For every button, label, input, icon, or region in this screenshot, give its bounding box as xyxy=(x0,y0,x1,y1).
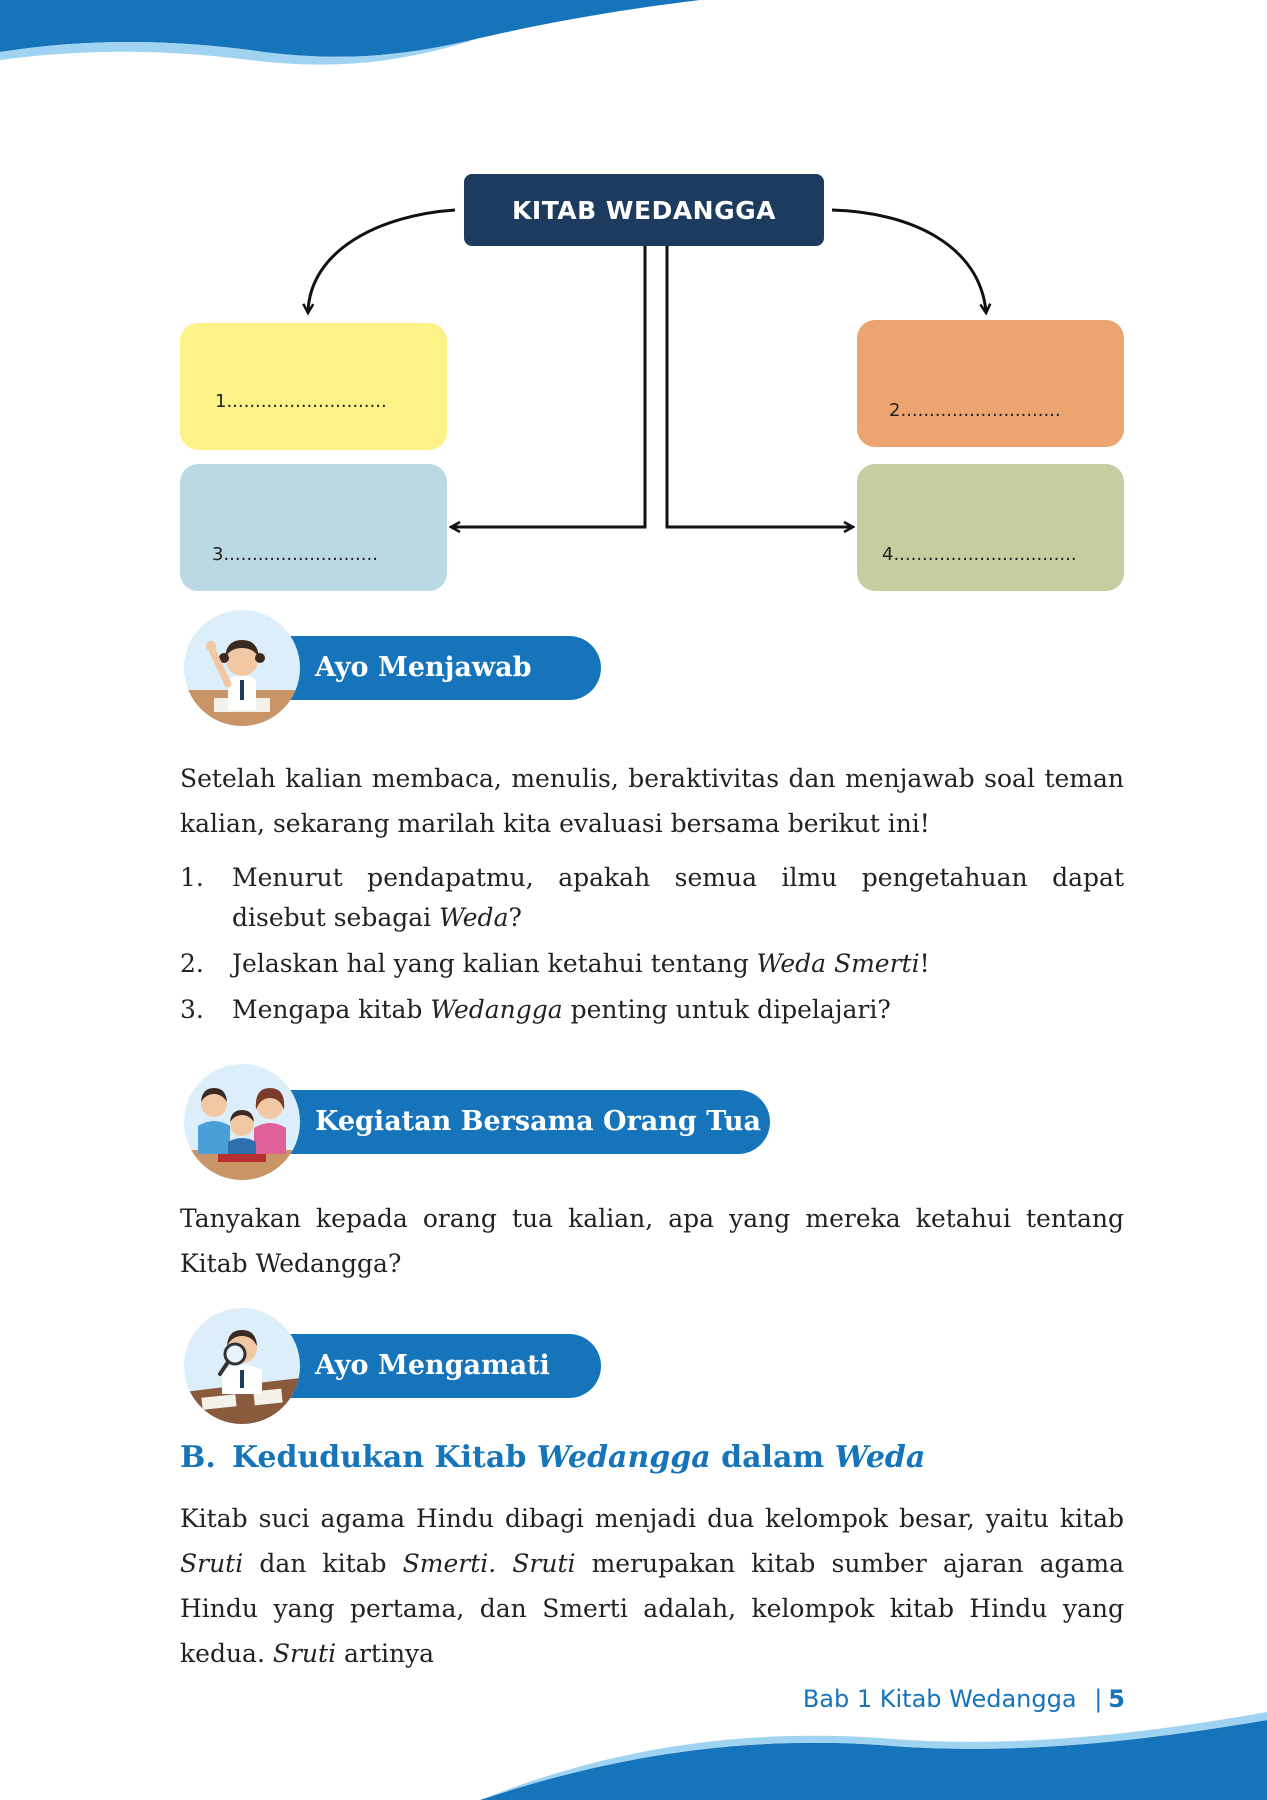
diagram-title-box: KITAB WEDANGGA xyxy=(464,174,824,246)
kegiatan-banner: Kegiatan Bersama Orang Tua xyxy=(225,1090,770,1154)
section-b-heading: B. Kedudukan Kitab Wedangga dalam Weda xyxy=(180,1440,925,1475)
question-number: 3. xyxy=(180,995,204,1024)
diagram-connectors xyxy=(0,208,1267,600)
heading-italic: Wedangga xyxy=(536,1440,711,1475)
paragraph-italic: Smerti. xyxy=(402,1549,497,1578)
page-number: 5 xyxy=(1108,1685,1125,1713)
kegiatan-label: Kegiatan Bersama Orang Tua xyxy=(315,1106,761,1137)
question-number: 2. xyxy=(180,949,204,978)
kegiatan-text: Tanyakan kepada orang tua kalian, apa ya… xyxy=(180,1204,1124,1278)
question-text-end: ? xyxy=(508,903,522,932)
question-text: Jelaskan hal yang kalian ketahui tentang xyxy=(232,949,757,978)
question-text: Menurut pendapatmu, apakah semua ilmu pe… xyxy=(232,863,1124,932)
question-list: 1. Menurut pendapatmu, apakah semua ilmu … xyxy=(180,858,1124,1036)
list-item: 3. Mengapa kitab Wedangga penting untuk d… xyxy=(180,990,1124,1030)
question-text: Mengapa kitab xyxy=(232,995,431,1024)
question-italic: Wedangga xyxy=(430,995,563,1024)
box-3-label: 3........................... xyxy=(212,544,378,565)
list-item: 1. Menurut pendapatmu, apakah semua ilmu … xyxy=(180,858,1124,938)
bottom-wave-decoration xyxy=(480,1712,1267,1800)
paragraph-italic: Sruti xyxy=(180,1549,244,1578)
question-number: 1. xyxy=(180,863,204,892)
paragraph-text xyxy=(496,1549,512,1578)
box-2-label: 2............................ xyxy=(889,400,1061,421)
chapter-label: Bab 1 Kitab Wedangga xyxy=(802,1685,1077,1713)
footer-separator: | xyxy=(1094,1685,1103,1713)
family-reading-icon xyxy=(184,1064,300,1180)
heading-text: dalam xyxy=(710,1440,835,1475)
diagram-box-3: 3........................... xyxy=(180,464,447,591)
section-letter: B. xyxy=(180,1440,216,1475)
paragraph-text: merupakan kitab sumber ajaran agama Hind… xyxy=(180,1549,1124,1668)
question-text-end: ! xyxy=(919,949,930,978)
paragraph-text: artinya xyxy=(336,1639,435,1668)
student-magnifier-icon xyxy=(184,1308,300,1424)
diagram-box-2: 2............................ xyxy=(857,320,1124,447)
box-1-label: 1............................ xyxy=(215,391,387,412)
paragraph-text: dan kitab xyxy=(243,1549,403,1578)
paragraph-text: Kitab suci agama Hindu dibagi menjadi du… xyxy=(180,1504,1124,1533)
diagram-box-1: 1............................ xyxy=(180,323,447,450)
top-wave-decoration xyxy=(0,0,700,65)
list-item: 2. Jelaskan hal yang kalian ketahui tenta… xyxy=(180,944,1124,984)
ayo-menjawab-intro: Setelah kalian membaca, menulis, berakti… xyxy=(180,764,1124,838)
question-text-end: penting untuk dipelajari? xyxy=(562,995,891,1024)
question-italic: Weda xyxy=(439,903,509,932)
heading-italic: Weda xyxy=(834,1440,926,1475)
diagram-box-4: 4................................ xyxy=(857,464,1124,591)
page-footer: Bab 1 Kitab Wedangga |5 xyxy=(803,1685,1125,1713)
heading-text: Kedudukan Kitab xyxy=(232,1440,537,1475)
question-italic: Weda Smerti xyxy=(756,949,920,978)
paragraph-italic: Sruti xyxy=(272,1639,337,1668)
paragraph-italic: Sruti xyxy=(512,1549,576,1578)
ayo-menjawab-label: Ayo Menjawab xyxy=(315,652,532,683)
box-4-label: 4................................ xyxy=(882,544,1077,565)
section-b-paragraph: Kitab suci agama Hindu dibagi menjadi du… xyxy=(180,1496,1124,1676)
ayo-mengamati-label: Ayo Mengamati xyxy=(315,1350,550,1381)
student-raising-hand-icon xyxy=(184,610,300,726)
